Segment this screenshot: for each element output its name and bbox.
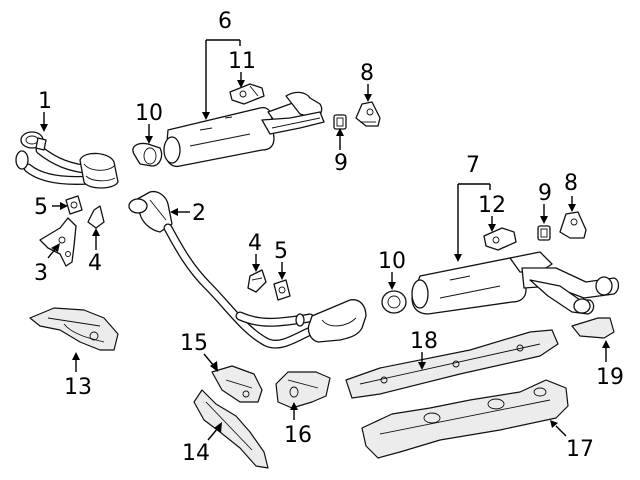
- leader-arrow: [388, 282, 396, 290]
- leader-arrow: [418, 362, 426, 370]
- leader-arrow: [60, 202, 68, 210]
- leader-arrow: [550, 420, 558, 428]
- part-18-heat-shield-long[interactable]: [345, 329, 559, 399]
- leader-arrow: [210, 361, 218, 372]
- callout-17: 17: [566, 437, 594, 462]
- callout-5-right: 5: [274, 239, 288, 264]
- callout-18: 18: [410, 329, 438, 354]
- leader-arrow: [336, 128, 344, 136]
- callout-8-left: 8: [360, 61, 374, 86]
- leader-arrow: [602, 340, 610, 348]
- part-12-sensor-right[interactable]: [483, 227, 517, 251]
- callout-1: 1: [38, 89, 52, 114]
- callout-16: 16: [284, 423, 312, 448]
- callout-3: 3: [34, 261, 48, 286]
- callout-8-right: 8: [564, 171, 578, 196]
- callout-9-right: 9: [538, 181, 552, 206]
- part-15-heat-shield-small[interactable]: [211, 365, 263, 403]
- part-19-bracket[interactable]: [571, 317, 615, 339]
- part-16-heat-shield-bracket[interactable]: [275, 371, 331, 409]
- callout-labels: 1 10 6 11 8 9 5 2 3 4 4 5 7 12 9 8 10 13…: [34, 9, 624, 466]
- leader-arrow: [40, 124, 48, 132]
- callout-10-right: 10: [378, 249, 406, 274]
- callout-19: 19: [596, 365, 624, 390]
- leader-arrow: [72, 352, 80, 360]
- leader-arrow: [568, 204, 576, 212]
- part-8-hanger-right[interactable]: [559, 211, 587, 239]
- part-8-hanger-left[interactable]: [355, 101, 381, 127]
- part-1-front-converter-left[interactable]: [15, 131, 119, 189]
- leader-arrow: [488, 224, 496, 232]
- leader-arrow: [202, 112, 210, 120]
- callout-11: 11: [228, 49, 256, 74]
- leader-arrow: [51, 243, 60, 252]
- part-9-insulator-left[interactable]: [333, 114, 347, 130]
- part-9-insulator-right[interactable]: [537, 225, 551, 241]
- leader-arrow: [145, 136, 153, 144]
- callout-7: 7: [466, 153, 480, 178]
- callout-5-left: 5: [34, 195, 48, 220]
- part-4-bracket-left[interactable]: [87, 205, 105, 229]
- leader-arrow: [237, 80, 245, 88]
- leader-arrow: [278, 272, 286, 280]
- leader-arrow: [170, 208, 178, 216]
- callout-12: 12: [478, 193, 506, 218]
- part-13-heat-shield-left[interactable]: [29, 307, 119, 351]
- callout-14: 14: [182, 441, 210, 466]
- leader-arrow: [214, 422, 222, 433]
- part-5-clamp-right[interactable]: [273, 279, 291, 301]
- callout-4-right: 4: [248, 231, 262, 256]
- callout-9-left: 9: [334, 151, 348, 176]
- callout-15: 15: [180, 331, 208, 356]
- part-5-clamp-left[interactable]: [65, 195, 83, 215]
- callout-4-left: 4: [88, 251, 102, 276]
- callout-10-left: 10: [135, 101, 163, 126]
- part-4-bracket-right[interactable]: [247, 269, 267, 293]
- leader-arrow: [364, 94, 372, 102]
- callout-2: 2: [192, 201, 206, 226]
- leader-arrow: [92, 228, 100, 236]
- part-11-sensor-left[interactable]: [229, 83, 265, 105]
- callout-13: 13: [64, 375, 92, 400]
- leader-lines: [40, 39, 610, 441]
- leader-arrow: [454, 254, 462, 262]
- leader-arrow: [540, 216, 548, 224]
- part-10-clamp-right[interactable]: [381, 290, 407, 314]
- leader-arrow: [290, 402, 298, 410]
- part-6-muffler-left[interactable]: [163, 91, 325, 168]
- part-7-muffler-right[interactable]: [411, 251, 620, 315]
- part-10-clamp-left[interactable]: [132, 142, 163, 167]
- part-17-heat-shield-underbody[interactable]: [361, 379, 569, 459]
- leader-arrow: [252, 264, 260, 272]
- part-3-mounting-bracket[interactable]: [39, 217, 77, 267]
- part-2-front-converter-right[interactable]: [128, 190, 367, 349]
- callout-6: 6: [218, 9, 232, 34]
